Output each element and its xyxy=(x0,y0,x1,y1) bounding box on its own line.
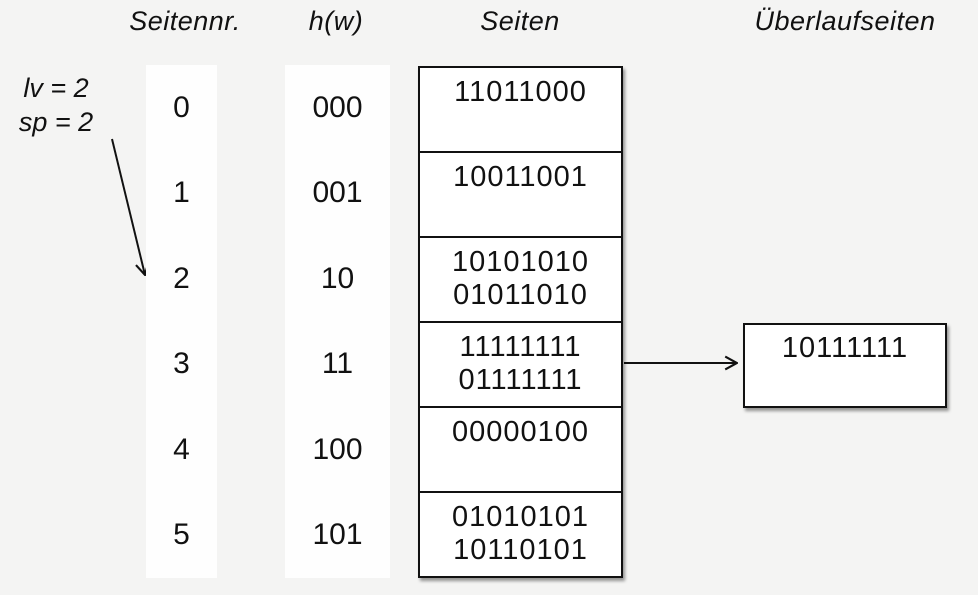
page-number: 2 xyxy=(173,261,190,295)
page-number: 3 xyxy=(173,347,190,381)
page-entry: 01010101 xyxy=(451,501,590,533)
page-number: 1 xyxy=(173,176,190,210)
page-entry: 01111111 xyxy=(458,364,583,396)
page-entry: 11111111 xyxy=(459,331,582,363)
page-cell-2: 10101010 01011010 xyxy=(420,236,621,321)
hash-value: 100 xyxy=(312,432,363,466)
overflow-entry: 10111111 xyxy=(781,332,909,364)
page-entry: 10011001 xyxy=(453,161,588,193)
page-entry: 00000100 xyxy=(451,416,590,448)
column-header-seitennr: Seitennr. xyxy=(129,6,241,36)
hash-value: 001 xyxy=(312,176,363,210)
hash-value: 11 xyxy=(321,347,354,381)
overflow-page-box: 10111111 xyxy=(743,323,947,408)
page-entry: 11011000 xyxy=(454,76,587,108)
annotation-sp: sp = 2 xyxy=(18,107,94,137)
page-entry: 01011010 xyxy=(453,279,588,311)
annotation-lv: lv = 2 xyxy=(23,73,89,103)
column-header-hw: h(w) xyxy=(308,6,364,36)
hash-value-column: 000 001 10 11 100 101 xyxy=(285,65,390,578)
hash-value: 101 xyxy=(312,518,363,552)
column-header-seiten: Seiten xyxy=(480,6,560,36)
page-number: 0 xyxy=(173,90,190,124)
split-pointer-arrow xyxy=(111,138,145,275)
hash-value: 10 xyxy=(320,261,355,295)
column-header-ueberlaufseiten: Überlaufseiten xyxy=(754,6,936,36)
hash-value: 000 xyxy=(312,90,363,124)
page-entry: 10110101 xyxy=(453,534,588,566)
page-entry: 10101010 xyxy=(451,246,590,278)
page-number: 4 xyxy=(173,432,190,466)
page-cell-5: 01010101 10110101 xyxy=(420,491,621,576)
page-cell-1: 10011001 xyxy=(420,151,621,236)
page-number-column: 0 1 2 3 4 5 xyxy=(146,65,217,578)
page-number: 5 xyxy=(173,518,190,552)
state-annotation: lv = 2 sp = 2 xyxy=(8,71,104,139)
page-cell-3: 11111111 01111111 xyxy=(420,321,621,406)
page-cell-0: 11011000 xyxy=(420,68,621,151)
page-cell-4: 00000100 xyxy=(420,406,621,491)
pages-table: 11011000 10011001 10101010 01011010 1111… xyxy=(418,66,623,578)
